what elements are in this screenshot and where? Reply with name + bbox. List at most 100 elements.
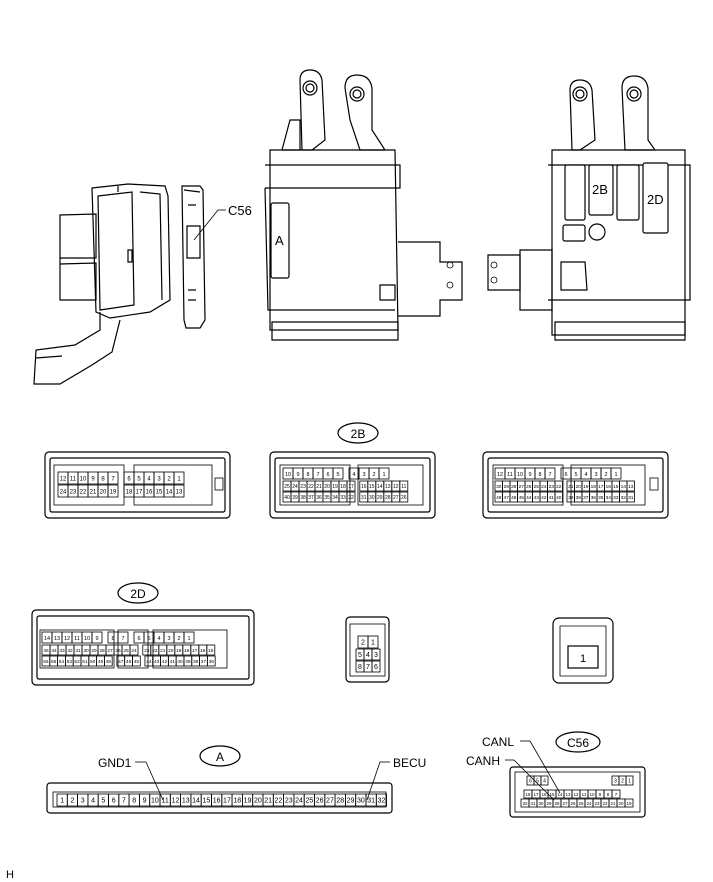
pin-right-top: 11 (507, 472, 513, 478)
pin-left-top: 5 (137, 477, 141, 483)
pin-left-top: 3 (157, 477, 161, 483)
pin-left-top-cell (173, 471, 185, 485)
pin-left-top-cell (107, 484, 119, 498)
pin-right-top: 1 (614, 472, 617, 478)
pin-a: 23 (285, 798, 293, 805)
pin-a: 1 (60, 798, 64, 805)
pin-2d: 30 (83, 648, 89, 654)
pin-small8: 6 (374, 664, 378, 671)
pin-left-top: 6 (127, 477, 131, 483)
pin-right-top: 36 (591, 495, 597, 501)
pin-2b: 29 (377, 495, 383, 501)
pin-c56: 5 (536, 778, 539, 784)
pin-2d-cell (206, 644, 216, 656)
pin-c56: 3 (614, 778, 617, 784)
pin-2d: 51 (82, 659, 88, 665)
pin-2d: 37 (201, 659, 207, 665)
junction-block-rear-view (487, 75, 691, 341)
pin-2b: 21 (316, 484, 322, 490)
pin-right-top-cell (554, 491, 563, 503)
pin-2d: 5 (147, 636, 150, 642)
pin-2d: 50 (90, 659, 96, 665)
pin-2d: 43 (154, 659, 160, 665)
pin-left-top: 21 (90, 490, 97, 496)
pin-2b: 20 (324, 484, 330, 490)
pin-a: 27 (326, 798, 334, 805)
pin-c56: 23 (594, 801, 600, 806)
connector-8-pin (345, 616, 390, 683)
pin-2b: 40 (284, 495, 290, 501)
pin-right-top: 12 (497, 472, 503, 478)
pin-a: 20 (254, 798, 262, 805)
pin-single: 1 (580, 653, 586, 665)
pin-2d: 36 (209, 659, 215, 665)
pin-2b-cell (346, 491, 356, 503)
pin-2b: 15 (369, 484, 375, 490)
pin-c56: 2 (621, 778, 624, 784)
side-view-connector-housing (33, 183, 206, 385)
corner-mark: H (6, 869, 14, 881)
pin-a: 16 (213, 798, 221, 805)
pin-2b: 28 (385, 495, 391, 501)
pin-c56: 9 (599, 792, 602, 797)
pin-2d: 2 (177, 636, 180, 642)
pin-a: 10 (151, 798, 159, 805)
pin-2d: 29 (91, 648, 97, 654)
pin-left-top: 15 (156, 490, 163, 496)
pin-right-top: 19 (583, 484, 589, 490)
pin-a: 30 (357, 798, 365, 805)
label-2d-top: 2D (647, 192, 664, 207)
pin-left-top: 24 (60, 490, 67, 496)
pin-small8: 4 (366, 652, 370, 659)
pin-right-top: 23 (549, 484, 555, 490)
pin-2b: 34 (332, 495, 338, 501)
pin-2d: 7 (121, 636, 124, 642)
pin-2d-cell (183, 631, 195, 644)
label-canl: CANL (482, 735, 514, 749)
pin-2d: 16 (200, 648, 206, 654)
pin-left-top: 20 (100, 490, 107, 496)
label-gnd1: GND1 (98, 756, 132, 770)
pin-c56: 31 (530, 801, 536, 806)
pin-c56: 4 (543, 778, 546, 784)
pin-c56: 18 (525, 792, 531, 797)
pin-2d: 32 (67, 648, 73, 654)
pin-2b: 11 (401, 484, 406, 490)
pin-c56-cell (611, 789, 621, 799)
pin-a: 8 (132, 798, 136, 805)
pin-c56: 27 (562, 801, 568, 806)
pin-left-top: 1 (177, 477, 181, 483)
connector-1-pin (552, 617, 614, 684)
pin-2b: 13 (385, 484, 391, 490)
pin-c56: 8 (607, 792, 610, 797)
pin-2b: 33 (340, 495, 346, 501)
pin-2b-cell (399, 480, 409, 492)
pin-right-top: 48 (496, 495, 502, 501)
pin-c56: 29 (546, 801, 552, 806)
pin-2d-cell (91, 631, 103, 644)
pin-a: 13 (182, 798, 190, 805)
pin-a: 18 (233, 798, 241, 805)
pin-2d: 48 (106, 659, 112, 665)
pin-c56: 12 (573, 792, 579, 797)
pin-2d-cell (117, 631, 129, 644)
pin-2b: 30 (369, 495, 375, 501)
pin-2b-cell (346, 480, 356, 492)
pin-c56: 32 (522, 801, 528, 806)
pin-right-top: 2 (604, 472, 607, 478)
pin-right-top: 35 (598, 495, 604, 501)
pin-2d: 38 (193, 659, 199, 665)
pin-c56: 24 (586, 801, 592, 806)
pin-2d-cell (104, 655, 113, 667)
pin-2b: 25 (284, 484, 290, 490)
pin-2b: 24 (292, 484, 298, 490)
pin-right-top: 25 (534, 484, 540, 490)
pin-right-top: 37 (583, 495, 589, 501)
pin-right-top: 24 (541, 484, 547, 490)
pin-2b: 31 (361, 495, 367, 501)
pin-right-top: 31 (628, 495, 634, 501)
pin-a-cell (375, 793, 387, 807)
pin-2d: 3 (167, 636, 170, 642)
pin-right-top: 39 (568, 495, 574, 501)
